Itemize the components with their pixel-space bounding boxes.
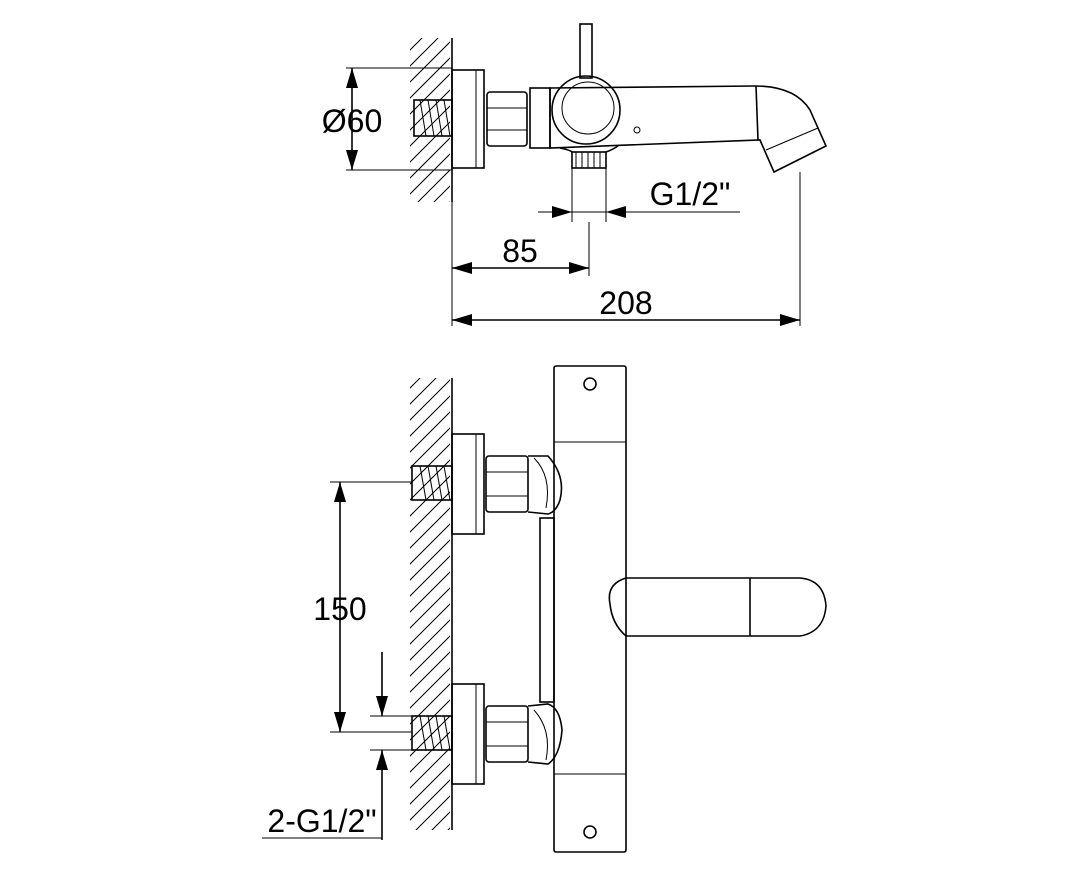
front-view: 150 2-G1/2"	[262, 365, 827, 853]
outlet-thread	[571, 151, 607, 169]
inlet-thread-label: 2-G1/2"	[267, 803, 376, 839]
control-lever	[579, 23, 593, 79]
screw-hole-bottom	[583, 825, 597, 839]
mixer-body-top	[529, 87, 551, 149]
diameter-label: Ø60	[322, 103, 382, 139]
mixer-body-front	[553, 365, 627, 853]
upper-inlet	[411, 433, 563, 535]
screw-hole-top	[583, 377, 597, 391]
connection-nut-top	[486, 91, 528, 147]
connecting-bar	[539, 517, 555, 703]
diameter-dimension: Ø60	[322, 67, 452, 171]
rosette-flange-top	[451, 69, 485, 169]
spout-front	[608, 577, 827, 637]
inlet-thread-dimension: 2-G1/2"	[262, 652, 412, 840]
top-view: Ø60 G1/2" 85 208	[322, 23, 828, 326]
wall-hatching-front	[410, 378, 450, 830]
spacing-dimension: 150	[313, 481, 412, 733]
depth-label: 85	[502, 233, 538, 269]
spacing-label: 150	[313, 591, 366, 627]
thread-dimension-top: G1/2"	[538, 168, 740, 222]
length-dimension: 208	[452, 172, 801, 326]
control-knob-top	[551, 75, 621, 145]
lower-inlet	[411, 683, 563, 785]
pipe-thread-top	[413, 99, 453, 137]
thread-label-top: G1/2"	[650, 176, 731, 212]
depth-dimension: 85	[451, 202, 590, 326]
wall-hatching-top	[410, 38, 450, 202]
indicator-dot	[633, 126, 641, 134]
length-label: 208	[599, 285, 652, 321]
